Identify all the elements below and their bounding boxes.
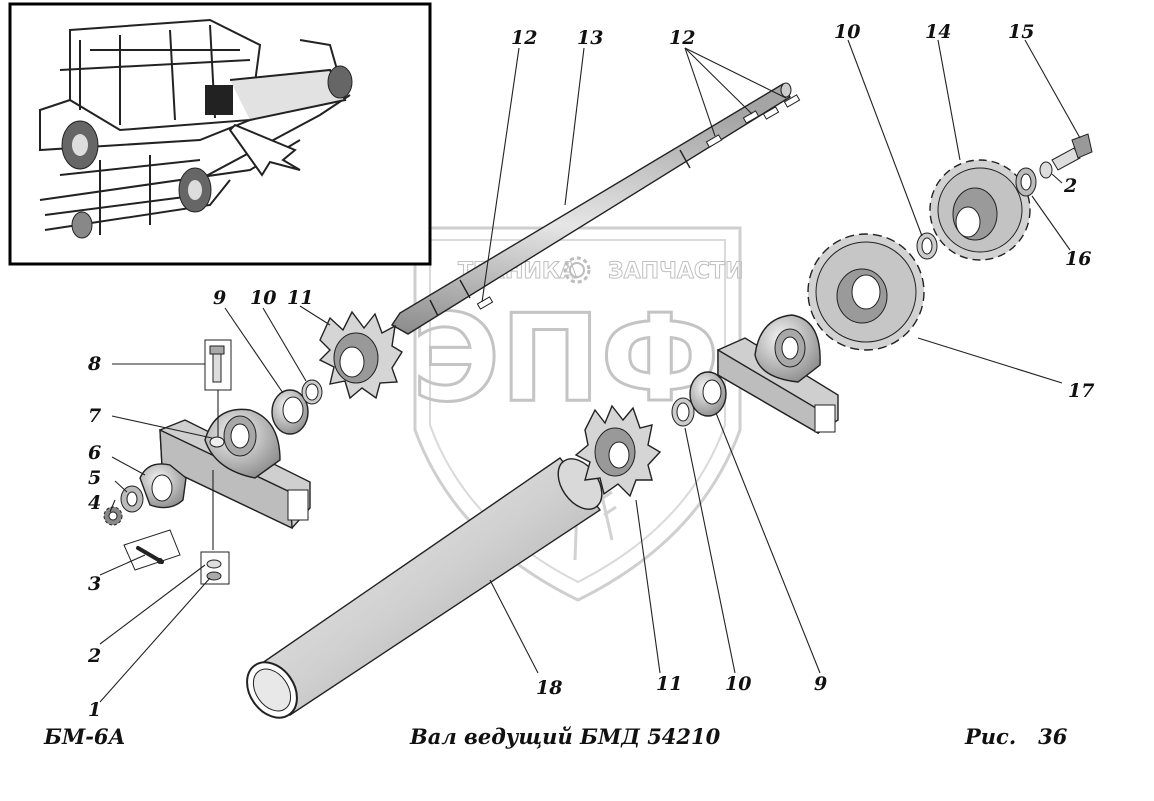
leader-lines — [99, 39, 1081, 703]
label-part-15: 15 — [1008, 21, 1034, 43]
label-part-2-right: 2 — [1063, 175, 1077, 197]
part-11-sprocket-lower — [574, 404, 662, 498]
label-part-12-left: 12 — [511, 27, 537, 49]
key-12 — [742, 110, 760, 124]
part-10-washer-left — [301, 379, 323, 405]
watermark-logo: ЭПФ — [412, 290, 720, 429]
machine-model-label: БМ-6А — [44, 724, 126, 749]
label-part-11-lower: 11 — [656, 673, 682, 695]
label-part-2: 2 — [87, 645, 101, 667]
label-part-12-right: 12 — [669, 27, 695, 49]
label-part-1: 1 — [88, 699, 101, 721]
label-part-5: 5 — [88, 467, 101, 489]
part-13-drive-shaft — [390, 82, 801, 335]
machine-frame-sketch — [39, 18, 351, 235]
watermark-shield — [413, 226, 742, 602]
part-2-lock-washer — [1039, 161, 1053, 179]
part-6-eccentric-collar — [139, 463, 187, 509]
label-part-4: 4 — [88, 492, 101, 514]
part-9-bearing-left — [271, 389, 309, 435]
wheel-left-hub — [72, 134, 88, 156]
label-part-8: 8 — [87, 353, 101, 375]
part-labels: 1 2 2 3 4 5 6 7 8 9 9 10 10 10 11 11 12 … — [87, 21, 1094, 721]
label-part-17: 17 — [1068, 380, 1094, 402]
figure-prefix: Рис. — [965, 724, 1017, 749]
part-14-sprocket — [929, 159, 1031, 261]
part-7-washer — [209, 436, 225, 448]
figure-number: 36 — [1038, 724, 1068, 749]
label-part-9-left: 9 — [213, 287, 226, 309]
part-17-large-sprocket — [807, 233, 925, 351]
key-12 — [476, 296, 494, 310]
label-part-10-left: 10 — [250, 287, 276, 309]
label-part-7: 7 — [88, 405, 101, 427]
part-15-bolt — [1051, 133, 1093, 171]
label-part-14: 14 — [925, 21, 951, 43]
drive-shaft-highlight — [205, 85, 233, 115]
key-12 — [705, 134, 723, 148]
gear-icon — [563, 256, 591, 284]
key-12 — [762, 106, 780, 120]
pointer-arrow-icon — [228, 123, 301, 177]
label-part-10-lower: 10 — [725, 673, 751, 695]
part-10-washer-upper — [916, 232, 938, 260]
part-3-cotter-pin — [123, 529, 181, 571]
part-8-bolt — [204, 339, 232, 391]
label-part-13: 13 — [577, 27, 603, 49]
left-bearing-bracket — [159, 408, 311, 530]
label-part-18: 18 — [536, 677, 562, 699]
part-10-washer-right — [671, 397, 695, 427]
diagram-title: Вал ведущий БМД 54210 — [410, 724, 721, 749]
label-part-11-left: 11 — [287, 287, 313, 309]
watermark-shield-inner — [429, 239, 726, 584]
wheel-front — [71, 211, 93, 239]
label-part-3: 3 — [88, 573, 101, 595]
part-5-ring — [120, 485, 144, 513]
label-part-6: 6 — [88, 442, 101, 464]
label-part-10-upper: 10 — [834, 21, 860, 43]
label-part-16: 16 — [1065, 248, 1091, 270]
part-16-washer — [1015, 167, 1037, 197]
parts-1-2-nut-washer — [200, 551, 230, 585]
watermark-brand-right: ЗАПЧАСТИ — [608, 259, 743, 284]
wheel-right — [327, 65, 353, 99]
wheel-middle-hub — [188, 180, 202, 200]
part-9-bearing-right — [689, 371, 727, 417]
figure-number-label: Рис. 36 — [965, 724, 1067, 749]
key-12 — [783, 94, 801, 108]
right-bearing-bracket — [717, 314, 839, 435]
label-part-9-right: 9 — [814, 673, 827, 695]
watermark: ТЕХНИКА ЗАПЧАСТИ ЭПФ — [411, 226, 744, 602]
part-11-sprocket-left — [318, 310, 403, 400]
assembly-axis — [212, 390, 219, 550]
inset-frame-view — [8, 2, 432, 266]
part-4-castle-nut — [103, 506, 123, 526]
